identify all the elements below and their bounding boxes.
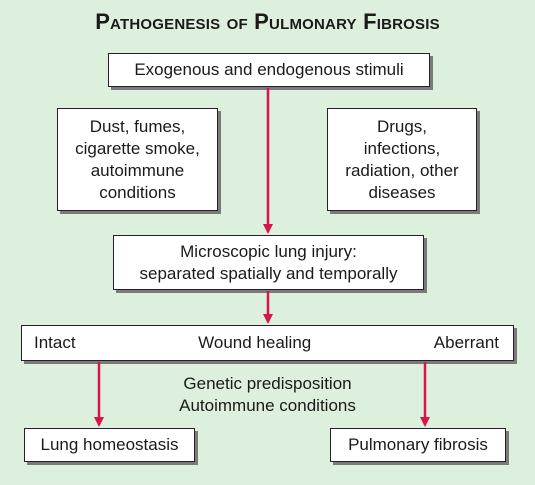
stimuli-label: Exogenous and endogenous stimuli bbox=[134, 60, 404, 79]
aberrant-label: Aberrant bbox=[433, 333, 499, 352]
right-factors-line: radiation, other bbox=[345, 160, 459, 180]
left-factors-line: conditions bbox=[99, 182, 176, 202]
modifier-line: Genetic predisposition bbox=[183, 374, 352, 393]
modifiers-text: Genetic predisposition Autoimmune condit… bbox=[0, 373, 535, 417]
diagram-title: Pathogenesis of Pulmonary Fibrosis bbox=[95, 9, 440, 34]
wound-healing-label: Wound healing bbox=[198, 333, 312, 352]
left-factors-line: autoimmune bbox=[90, 160, 185, 180]
right-factors-box: Drugs, infections, radiation, other dise… bbox=[327, 108, 477, 211]
right-factors-line: Drugs, bbox=[376, 116, 428, 136]
injury-box: Microscopic lung injury: separated spati… bbox=[113, 235, 424, 290]
left-factors-line: cigarette smoke, bbox=[75, 138, 200, 158]
injury-line: Microscopic lung injury: bbox=[180, 241, 357, 261]
left-factors-box: Dust, fumes, cigarette smoke, autoimmune… bbox=[57, 108, 218, 211]
right-factors-line: infections, bbox=[363, 138, 441, 158]
injury-line: separated spatially and temporally bbox=[139, 263, 398, 283]
modifier-line: Autoimmune conditions bbox=[179, 396, 356, 415]
wound-healing-box: Intact Wound healing Aberrant bbox=[21, 325, 514, 361]
lung-homeostasis-label: Lung homeostasis bbox=[40, 435, 179, 454]
left-factors-line: Dust, fumes, bbox=[89, 116, 186, 136]
right-factors-line: diseases bbox=[368, 182, 436, 202]
pulmonary-fibrosis-label: Pulmonary fibrosis bbox=[348, 435, 488, 454]
intact-label: Intact bbox=[34, 333, 76, 352]
pulmonary-fibrosis-box: Pulmonary fibrosis bbox=[330, 428, 506, 462]
stimuli-box: Exogenous and endogenous stimuli bbox=[108, 53, 430, 87]
lung-homeostasis-box: Lung homeostasis bbox=[24, 428, 195, 462]
